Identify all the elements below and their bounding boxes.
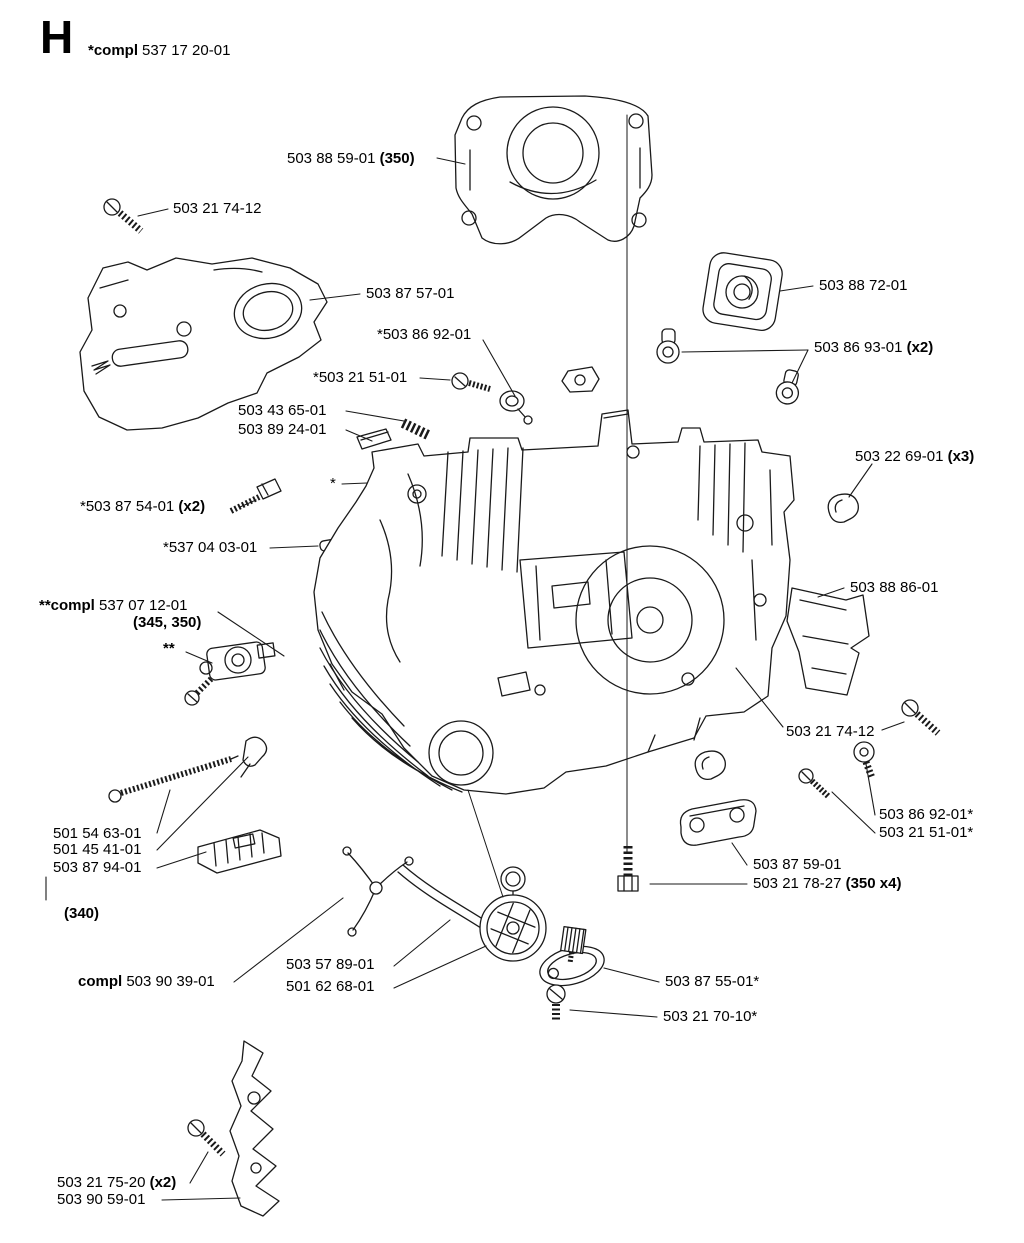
hose-clip-drawing [827,493,859,523]
label-345-350: (345, 350) [133,614,202,631]
label-503-21-74-12-top: 503 21 74-12 [173,200,262,217]
label-503-87-94-01: 503 87 94-01 [53,859,142,876]
label-503-21-51-01-star: *503 21 51-01 [313,369,408,386]
shoulder-screw-drawing [853,741,876,780]
small-screw-drawing [798,768,832,800]
assembly-lines [467,114,628,898]
label-503-22-69-01-x3: 503 22 69-01 (x3) [855,448,975,465]
spiked-bumper-drawing [229,1040,280,1217]
label-503-87-57-01: 503 87 57-01 [366,285,455,302]
label-503-89-24-01: 503 89 24-01 [238,421,327,438]
leader-lines [45,157,905,1201]
cover-screw-drawing [617,846,639,892]
label-503-90-59-01: 503 90 59-01 [57,1191,146,1208]
label-503-87-55-01-star: 503 87 55-01* [665,973,760,990]
label-503-88-72-01: 503 88 72-01 [819,277,908,294]
valve-nut-drawing [561,366,600,393]
label-503-87-59-01: 503 87 59-01 [753,856,842,873]
baffle-screw-drawing [901,699,941,736]
label-503-88-86-01: 503 88 86-01 [850,579,939,596]
section-letter: H [40,11,74,63]
hose-clip-2-drawing [694,750,726,780]
crankcase-drawing [313,409,795,795]
label-compl-537-07-12-01: **compl 537 07 12-01 [39,597,188,614]
label-503-87-54-01-x2: *503 87 54-01 (x2) [80,498,206,515]
chainbrake-cover-drawing [79,257,328,431]
tensioner-screw-drawing [108,755,239,803]
label-501-62-68-01: 501 62 68-01 [286,978,375,995]
tensioner-plate-drawing [197,829,282,874]
label-503-86-92-01-star-right: 503 86 92-01* [879,806,974,823]
label-503-21-51-01-star-right: 503 21 51-01* [879,824,974,841]
label-double-asterisk: ** [163,640,175,657]
wire-grommet-drawing [656,328,680,364]
chain-tensioner-drawing [184,641,276,706]
label-503-86-93-01-x2: 503 86 93-01 (x2) [814,339,934,356]
hex-bolt-drawing [229,478,282,514]
hose-clamp-drawing [342,846,414,937]
intake-grommet-drawing [702,252,783,331]
label-503-86-92-01-star: *503 86 92-01 [377,326,472,343]
grommet-screw-drawing [546,984,566,1022]
air-baffle-drawing [786,587,870,696]
bumper-screw-drawing [187,1119,226,1157]
valve-screw-drawing [451,372,491,392]
wire-grommet-2-drawing [775,369,800,405]
label-501-54-63-01: 501 54 63-01 [53,825,142,842]
assembly-prefix: *compl [88,42,139,59]
cover-screw-top-drawing [103,198,144,234]
fuel-cap-drawing [479,890,547,962]
cover-bracket-drawing [679,799,757,846]
label-503-21-78-27-350x4: 503 21 78-27 (350 x4) [753,875,902,892]
tank-grommet-drawing [539,925,605,987]
label-503-21-74-12-right: 503 21 74-12 [786,723,875,740]
label-340: (340) [64,905,100,922]
chain-catcher-drawing [240,736,268,778]
label-503-88-59-01-350: 503 88 59-01 (350) [287,150,415,167]
label-503-21-70-10-star: 503 21 70-10* [663,1008,758,1025]
label-503-57-89-01: 503 57 89-01 [286,956,375,973]
label-compl-503-90-39-01: compl 503 90 39-01 [78,973,215,990]
label-asterisk: * [330,475,336,492]
label-503-21-75-20-x2: 503 21 75-20 (x2) [57,1174,177,1191]
label-503-43-65-01: 503 43 65-01 [238,402,327,419]
label-537-04-03-01: *537 04 03-01 [163,539,258,556]
label-501-45-41-01: 501 45 41-01 [53,841,142,858]
assembly-number-text: 537 17 20-01 [142,42,231,59]
cylinder-cover-drawing [454,95,653,245]
